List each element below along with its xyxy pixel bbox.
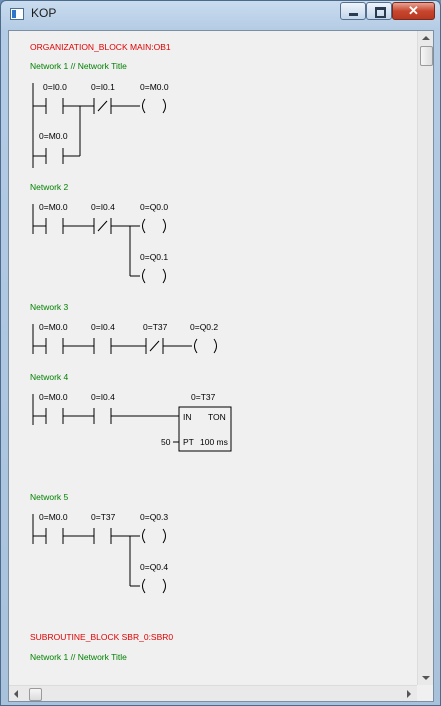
n1-coil-label: 0=M0.0 <box>140 82 169 92</box>
block-header-sbr: SUBROUTINE_BLOCK SBR_0:SBR0 <box>30 632 173 642</box>
n5-coil-2-label: 0=Q0.4 <box>140 562 168 572</box>
close-button[interactable]: ✕ <box>392 2 435 20</box>
ladder-diagram: ORGANIZATION_BLOCK MAIN:OB1 Network 1 //… <box>30 42 232 662</box>
n4-ton-box <box>178 406 232 452</box>
n2-contact-2-label: 0=I0.4 <box>91 202 115 212</box>
vertical-scrollbar[interactable] <box>417 31 433 685</box>
scroll-left-icon[interactable] <box>14 690 18 698</box>
n4-pt-value: 50 <box>161 437 171 447</box>
n3-contact-2-label: 0=I0.4 <box>91 322 115 332</box>
n1-rungs <box>32 83 166 168</box>
n1-contact-2-label: 0=I0.1 <box>91 82 115 92</box>
horizontal-scroll-thumb[interactable] <box>29 688 42 701</box>
block-header-main: ORGANIZATION_BLOCK MAIN:OB1 <box>30 42 171 52</box>
n4-timer-label: 0=T37 <box>191 392 216 402</box>
n4-contact-2-label: 0=I0.4 <box>91 392 115 402</box>
n5-contact-2-label: 0=T37 <box>91 512 116 522</box>
n5-contact-1-label: 0=M0.0 <box>39 512 68 522</box>
n3-rungs <box>32 324 217 354</box>
network-1-title: Network 1 // Network Title <box>30 61 127 71</box>
n5-coil-1-label: 0=Q0.3 <box>140 512 168 522</box>
n1-contact-3-label: 0=M0.0 <box>39 131 68 141</box>
n3-contact-1-label: 0=M0.0 <box>39 322 68 332</box>
n2-coil-2-label: 0=Q0.1 <box>140 252 168 262</box>
minimize-button[interactable] <box>340 2 366 20</box>
close-icon: ✕ <box>408 3 419 18</box>
sbr-network-1-title: Network 1 // Network Title <box>30 652 127 662</box>
n5-rungs <box>32 514 166 594</box>
ladder-view[interactable]: ORGANIZATION_BLOCK MAIN:OB1 Network 1 //… <box>8 30 434 702</box>
n4-rungs <box>32 394 232 452</box>
network-5-title: Network 5 <box>30 492 69 502</box>
n2-rungs <box>32 204 166 284</box>
n4-in-pin: IN <box>183 412 192 422</box>
network-4-title: Network 4 <box>30 372 69 382</box>
n2-coil-1-label: 0=Q0.0 <box>140 202 168 212</box>
n1-contact-1-label: 0=I0.0 <box>43 82 67 92</box>
n4-contact-1-label: 0=M0.0 <box>39 392 68 402</box>
vertical-scroll-thumb[interactable] <box>420 46 433 66</box>
n3-coil-label: 0=Q0.2 <box>190 322 218 332</box>
title-bar[interactable]: KOP ✕ <box>1 1 440 27</box>
n1-coil <box>142 98 146 114</box>
window-title: KOP <box>31 6 57 20</box>
scroll-right-icon[interactable] <box>407 690 411 698</box>
scrollbar-corner <box>417 685 433 701</box>
n4-time-base: 100 ms <box>200 437 228 447</box>
maximize-button[interactable] <box>366 2 392 20</box>
n2-contact-1-label: 0=M0.0 <box>39 202 68 212</box>
scroll-down-icon[interactable] <box>422 676 430 680</box>
network-2-title: Network 2 <box>30 182 69 192</box>
app-icon <box>10 8 24 20</box>
network-3-title: Network 3 <box>30 302 69 312</box>
scroll-up-icon[interactable] <box>422 36 430 40</box>
n3-contact-3-label: 0=T37 <box>143 322 168 332</box>
n4-pt-pin: PT <box>183 437 194 447</box>
horizontal-scrollbar[interactable] <box>9 685 417 701</box>
n4-ton-type: TON <box>208 412 226 422</box>
